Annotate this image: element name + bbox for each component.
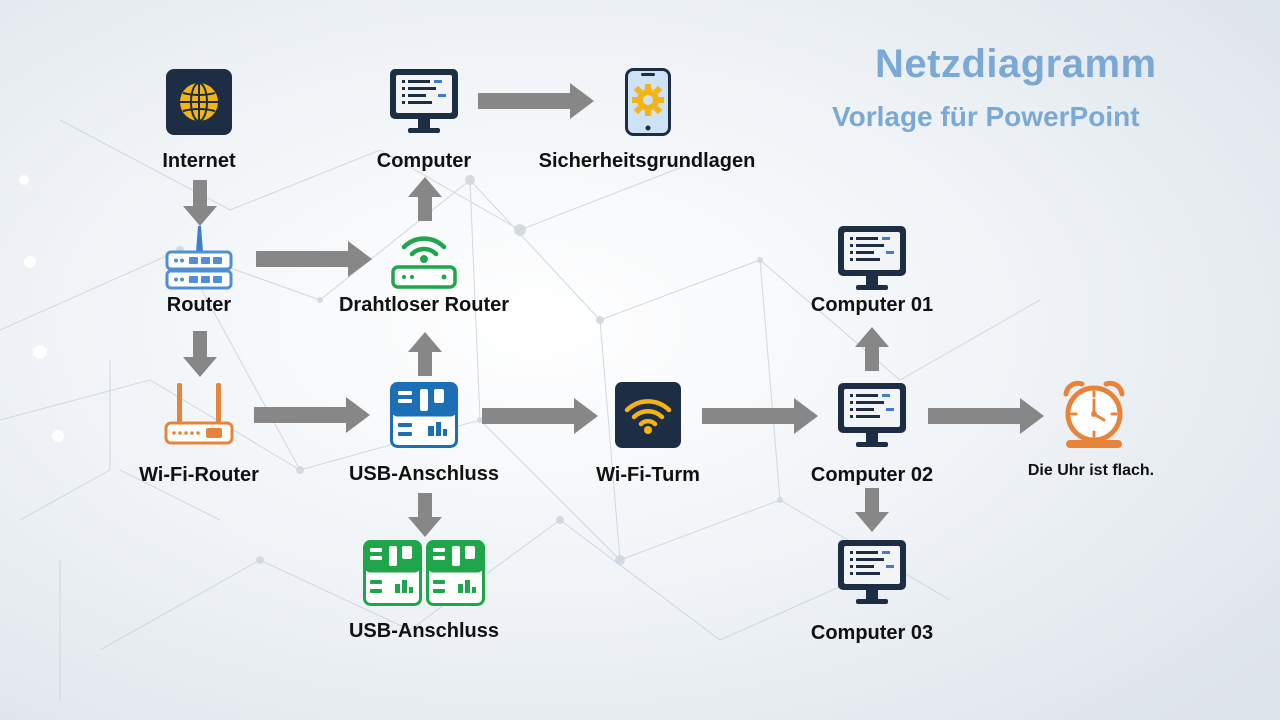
page-title: Netzdiagramm: [875, 42, 1157, 86]
node-label-computer: Computer: [376, 150, 472, 172]
page-subtitle: Vorlage für PowerPoint: [832, 101, 1140, 132]
usb-hub-icon: [390, 382, 458, 448]
alarm-clock-icon: [1063, 380, 1125, 448]
node-label-computer-01: Computer 01: [810, 294, 934, 316]
globe-icon: [166, 69, 232, 135]
node-label-wireless-router: Drahtloser Router: [338, 294, 510, 316]
monitor-icon: [838, 383, 906, 447]
arrow-computer-to-security: [478, 83, 594, 119]
monitor-icon: [390, 69, 458, 133]
monitor-icon: [838, 226, 906, 290]
arrow-internet-to-router: [183, 180, 217, 226]
node-label-clock: Die Uhr ist flach.: [1027, 462, 1155, 479]
wifi-tower-icon: [615, 382, 681, 448]
node-label-wifi-router: Wi-Fi-Router: [139, 464, 259, 486]
arrow-router-to-wireless-router: [256, 241, 372, 277]
arrow-router-to-wifi-router: [183, 331, 217, 377]
node-label-computer-02: Computer 02: [810, 464, 934, 486]
node-label-usb-port-2: USB-Anschluss: [348, 620, 500, 642]
node-label-usb-port: USB-Anschluss: [348, 463, 500, 485]
arrow-computer-02-to-clock: [928, 398, 1044, 434]
monitor-icon: [838, 540, 906, 604]
node-label-security: Sicherheitsgrundlagen: [538, 150, 756, 172]
arrow-wifi-tower-to-computer-02: [702, 398, 818, 434]
wireless-router-icon: [391, 236, 457, 289]
usb-hub-double-icon: [363, 540, 485, 606]
arrow-wireless-router-to-computer: [408, 177, 442, 221]
arrow-computer-02-to-computer-01: [855, 327, 889, 371]
node-label-internet: Internet: [162, 150, 236, 172]
wifi-router-icon: [164, 383, 234, 445]
node-label-router: Router: [166, 294, 232, 316]
arrow-wifi-router-to-usb: [254, 397, 370, 433]
arrow-computer-02-to-computer-03: [855, 488, 889, 532]
phone-gear-icon: [625, 68, 671, 136]
arrow-usb-to-wireless-router: [408, 332, 442, 376]
arrow-usb-to-usb-2: [408, 493, 442, 537]
node-label-computer-03: Computer 03: [810, 622, 934, 644]
node-label-wifi-tower: Wi-Fi-Turm: [596, 464, 700, 486]
router-icon: [165, 226, 233, 290]
arrow-usb-to-wifi-tower: [482, 398, 598, 434]
